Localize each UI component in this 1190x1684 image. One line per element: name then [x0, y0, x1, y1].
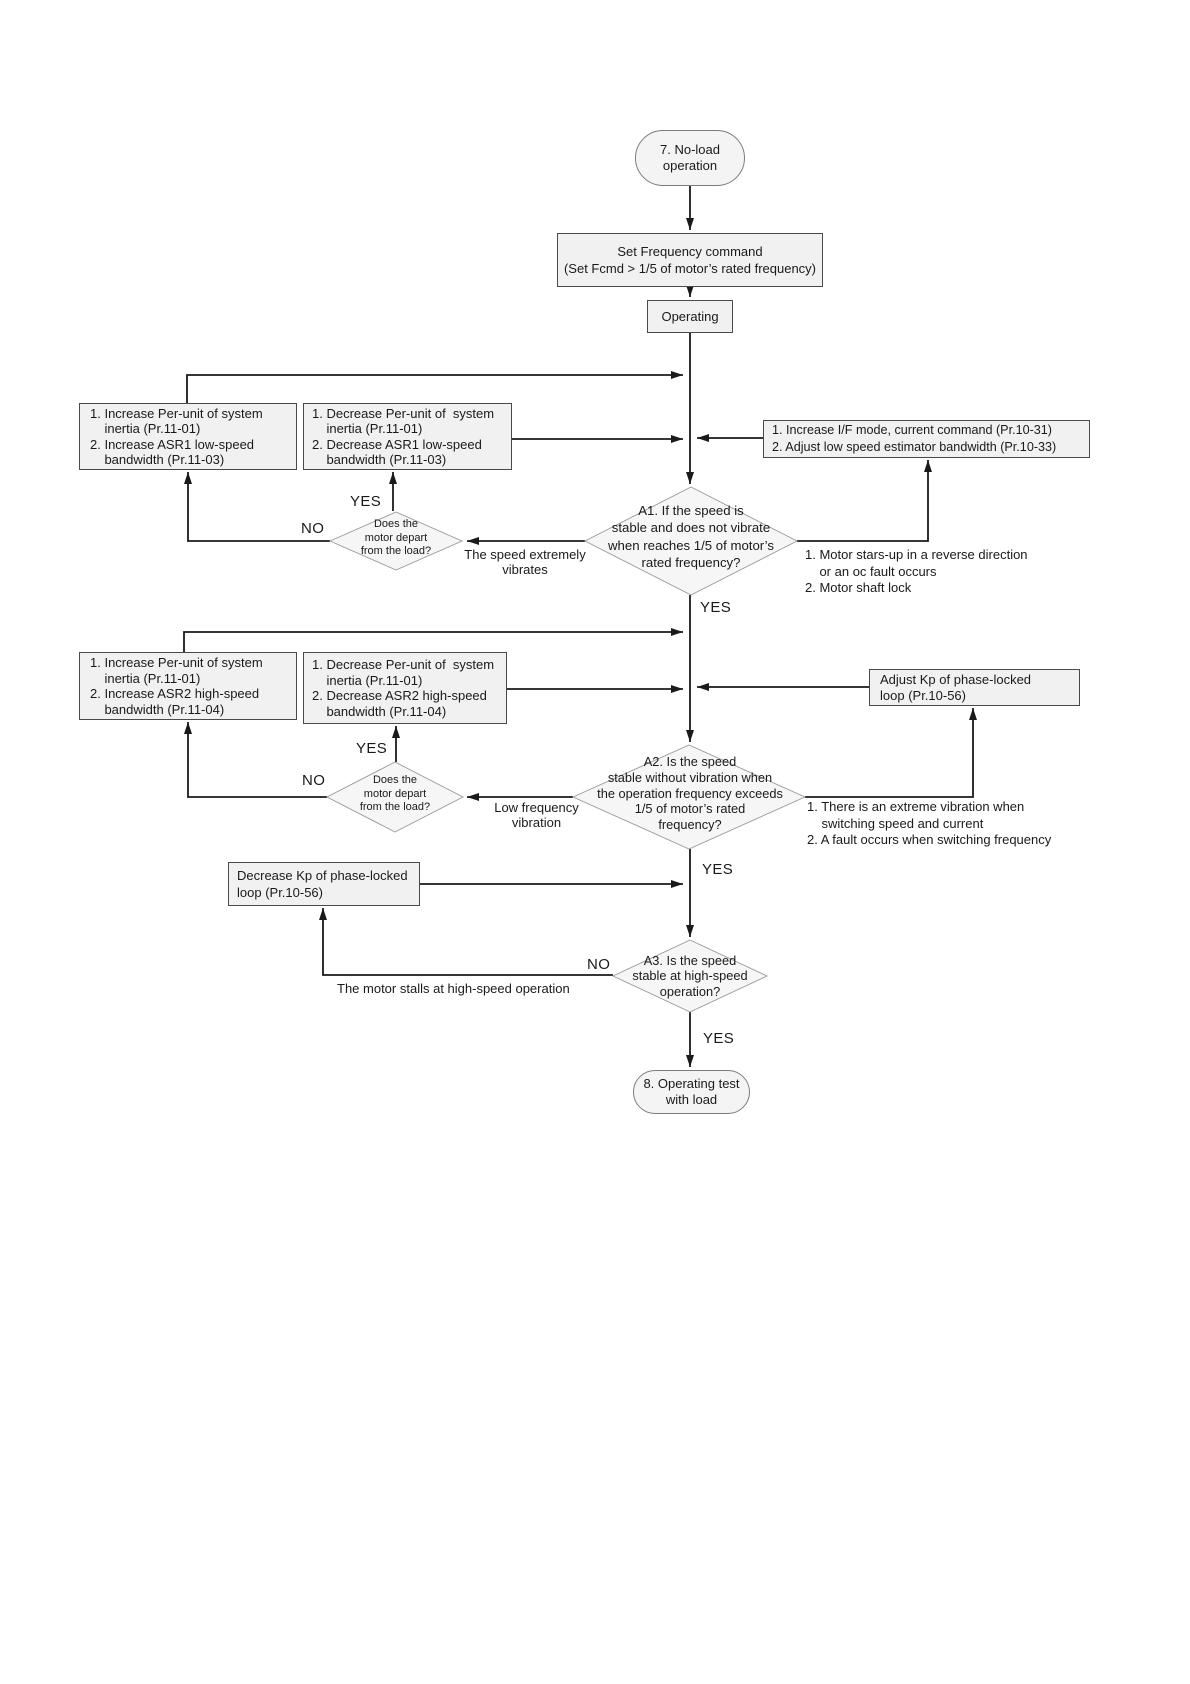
diamond-a3-shape — [611, 939, 769, 1013]
increase-asr2-node: 1. Increase Per-unit of system inertia (… — [79, 652, 297, 720]
feedback-increase-asr2-to-axis — [183, 628, 683, 652]
diamond-depart1-text: Does the motor depart from the load? — [360, 517, 432, 558]
arrow-a2-fault-to-adjust-kp — [805, 708, 977, 798]
arrow-a3-no-to-decrease-kp — [319, 908, 613, 976]
connector-lines — [183, 186, 977, 1067]
diamond-depart2-text: Does the motor depart from the load? — [359, 773, 431, 814]
end-node: 8. Operating test with load — [633, 1070, 750, 1114]
speed-vibrates-label: The speed extremely vibrates — [464, 547, 586, 577]
a1-yes-label: YES — [700, 599, 732, 616]
set-frequency-node: Set Frequency command (Set Fcmd > 1/5 of… — [557, 233, 823, 287]
diamond-depart2-shape — [326, 761, 464, 833]
diamond-depart1-shape — [328, 511, 464, 571]
depart1-no-label: NO — [301, 520, 325, 537]
depart1-yes-label: YES — [350, 493, 382, 510]
depart2-no-label: NO — [302, 772, 326, 789]
diamond-a1-text: A1. If the speed is stable and does not … — [608, 503, 774, 570]
increase-asr1-node: 1. Increase Per-unit of system inertia (… — [79, 403, 297, 470]
diamond-a3-text: A3. Is the speed stable at high-speed op… — [632, 952, 748, 999]
diamond-a2-shape — [571, 744, 807, 850]
decrease-kp-node: Decrease Kp of phase-locked loop (Pr.10-… — [228, 862, 420, 906]
adjust-kp-node: Adjust Kp of phase-locked loop (Pr.10-56… — [869, 669, 1080, 706]
reverse-direction-note: 1. Motor stars-up in a reverse direction… — [805, 547, 1028, 595]
feedback-increase-asr1-to-axis — [186, 371, 683, 403]
low-frequency-vibration-label: Low frequency vibration — [494, 800, 579, 830]
decrease-asr1-node: 1. Decrease Per-unit of system inertia (… — [303, 403, 512, 470]
decrease-asr2-node: 1. Decrease Per-unit of system inertia (… — [303, 652, 507, 724]
a3-yes-label: YES — [703, 1030, 735, 1047]
operating-node: Operating — [647, 300, 733, 333]
diamond-a1-shape — [584, 486, 798, 596]
depart2-yes-label: YES — [356, 740, 388, 757]
decision-diamonds — [326, 486, 807, 1013]
a3-no-label: NO — [587, 956, 611, 973]
start-node: 7. No-load operation — [635, 130, 745, 186]
arrow-depart2-no — [184, 722, 327, 798]
arrow-a1-fault-to-if-mode — [797, 460, 932, 542]
motor-stalls-label: The motor stalls at high-speed operation — [337, 981, 570, 996]
a2-yes-label: YES — [702, 861, 734, 878]
if-mode-node: 1. Increase I/F mode, current command (P… — [763, 420, 1090, 458]
diamond-a2-text: A2. Is the speed stable without vibratio… — [597, 754, 783, 833]
switching-vibration-note: 1. There is an extreme vibration when sw… — [807, 799, 1052, 847]
arrow-depart1-no — [184, 472, 330, 542]
